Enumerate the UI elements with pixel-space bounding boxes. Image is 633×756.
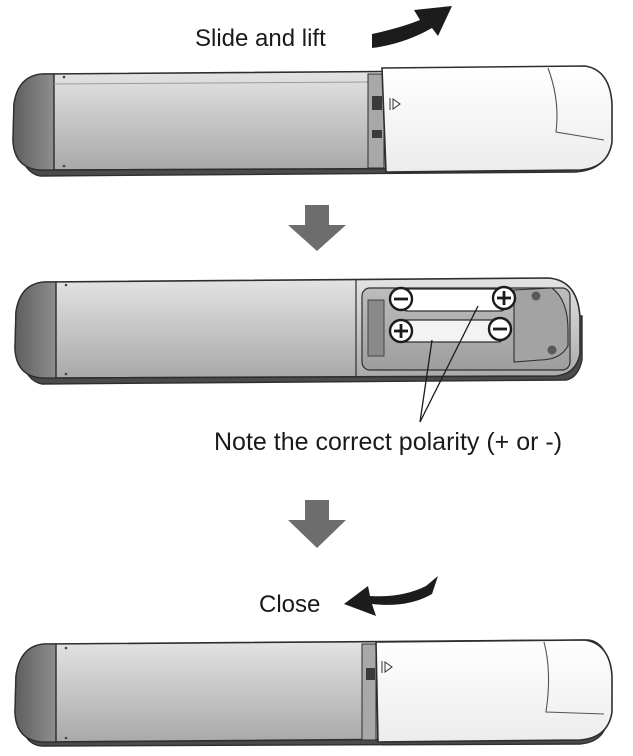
polarity-leader-lines <box>419 305 479 423</box>
down-arrow-icon <box>288 500 346 548</box>
remote-cover-opening <box>12 65 613 177</box>
polarity-plus-bottom-left <box>388 318 414 344</box>
polarity-minus-top-left <box>388 286 414 312</box>
polarity-plus-top-right <box>491 285 517 311</box>
polarity-note-label: Note the correct polarity (+ or -) <box>214 428 563 456</box>
close-label: Close <box>259 591 321 618</box>
down-arrow-icon <box>288 205 346 251</box>
slide-and-lift-label: Slide and lift <box>195 25 326 52</box>
curved-arrow-right-icon <box>372 6 452 48</box>
remote-closed <box>14 639 613 747</box>
curved-arrow-left-icon <box>344 576 438 616</box>
polarity-minus-bottom-right <box>487 316 513 342</box>
